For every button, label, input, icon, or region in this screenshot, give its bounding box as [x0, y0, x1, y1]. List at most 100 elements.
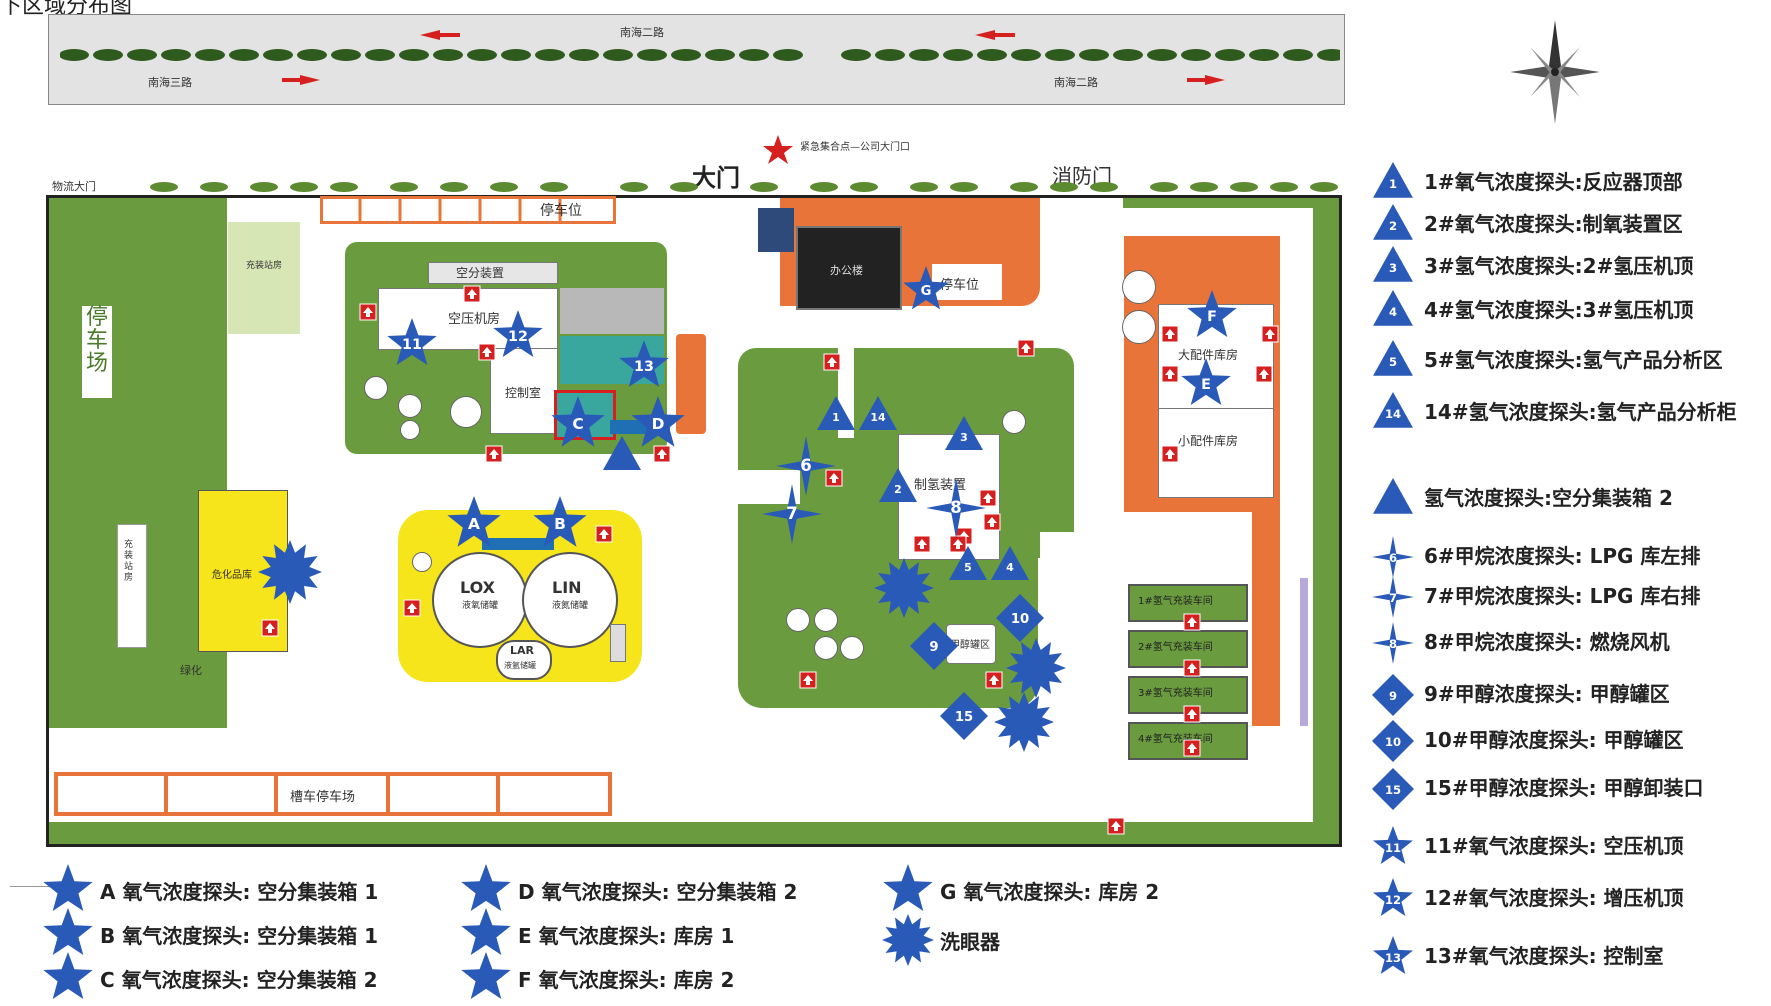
hedge-icon [200, 182, 228, 192]
triangle-icon: 5 [1373, 340, 1413, 376]
triangle-icon: 14 [1373, 392, 1413, 428]
exit-arrow-icon [1255, 365, 1273, 383]
marker-8-four-point-star-icon-label: 8 [950, 498, 961, 517]
traffic-arrow-right [282, 75, 320, 85]
legend-bottom-marker-6 [883, 864, 933, 911]
road-arrows [282, 30, 1225, 85]
hedge-row [150, 182, 1338, 192]
marker-9-diamond-icon-label: 9 [929, 640, 938, 655]
equipment-circle [1002, 410, 1026, 434]
legend-right-item: 14#氢气浓度探头:氢气产品分析柜 [1424, 400, 1737, 424]
exit-arrow-icon [823, 353, 841, 371]
legend-right-marker-11-label: 10 [1385, 735, 1401, 749]
exit-arrow-icon [478, 343, 496, 361]
hedge-icon [910, 182, 938, 192]
legend-right-item: 4#氢气浓度探头:3#氢压机顶 [1424, 298, 1694, 322]
yellow-building-label: 危化品库 [212, 570, 252, 581]
lin-side-box [610, 624, 626, 662]
parking-lot-label: 停车场 [82, 306, 112, 398]
marker-15-diamond-icon: 15 [940, 692, 988, 740]
legend-bottom-marker-1 [43, 908, 93, 955]
traffic-arrow-left [420, 30, 460, 40]
marker-7-four-point-star-icon: 7 [762, 484, 822, 544]
marker-11-star-icon: 11 [387, 318, 437, 365]
legend-right-marker-3-label: 4 [1389, 305, 1397, 319]
equipment-circle [412, 552, 432, 572]
marker-8-four-point-star-icon: 8 [926, 478, 986, 538]
legend-right-item: 2#氧气浓度探头:制氧装置区 [1424, 212, 1683, 236]
legend-right-marker-11: 10 [1372, 720, 1414, 762]
exit-arrow-icon [261, 619, 279, 637]
tree-icon [93, 49, 123, 61]
tree-icon [60, 49, 89, 61]
tree-icon [195, 49, 225, 61]
star-icon [43, 952, 93, 999]
triangle-icon: 3 [1373, 246, 1413, 282]
exit-arrow-icon [1017, 339, 1035, 357]
top-parking-label: 停车位 [540, 203, 582, 219]
bottom-parking-dividers [164, 772, 500, 816]
equipment-circle [786, 608, 810, 632]
star-icon [883, 864, 933, 911]
legend-right-item: 3#氢气浓度探头:2#氢压机顶 [1424, 254, 1694, 278]
equipment-circle [450, 396, 482, 428]
legend-right-marker-12-label: 15 [1385, 783, 1401, 797]
compass-icon [1510, 20, 1600, 124]
left-strip-label: 充装站房 [124, 540, 134, 583]
hedge-icon [670, 182, 698, 192]
marker-4-triangle-icon-label: 4 [1006, 561, 1014, 574]
guard-house [758, 208, 794, 252]
legend-right-marker-12: 15 [1372, 768, 1414, 810]
legend-right-marker-3: 4 [1373, 290, 1413, 326]
tree-icon [467, 49, 497, 61]
marker-13-star-icon: 13 [619, 340, 669, 387]
hedge-icon [810, 182, 838, 192]
marker-3-triangle-icon: 3 [945, 416, 983, 450]
diamond-icon: 15 [1372, 768, 1414, 810]
marker-c-star-icon: C [551, 396, 605, 447]
legend-right-marker-6 [1373, 478, 1413, 514]
equipment-circle [814, 636, 838, 660]
legend-right-marker-2: 3 [1373, 246, 1413, 282]
legend-right-item: 12#氧气浓度探头: 增压机顶 [1424, 886, 1684, 910]
tree-icon [943, 49, 973, 61]
marker-b-star-icon-label: B [554, 515, 566, 533]
marker-e-star-icon-label: E [1201, 377, 1211, 393]
equipment-circle [400, 420, 420, 440]
legend-bottom-marker-4 [461, 908, 511, 955]
star-icon [461, 908, 511, 955]
exit-arrow-icon [359, 303, 377, 321]
grey-block [560, 288, 664, 334]
lar-label: LAR [510, 644, 534, 657]
office-building [796, 226, 902, 310]
hedge-icon [1310, 182, 1338, 192]
light-green-block-label: 充装站房 [245, 261, 282, 271]
legend-right-marker-5-label: 14 [1385, 407, 1401, 421]
marker-f-star-icon-label: F [1207, 309, 1217, 325]
top-parking-dividers [358, 196, 562, 224]
filling-room-3-label: 3#氢气充装车间 [1138, 688, 1213, 699]
marker-6-four-point-star-icon: 6 [776, 436, 836, 496]
eyewash-burst-icon [994, 692, 1054, 752]
equipment-circle [1122, 310, 1156, 344]
triangle-icon: 1 [1373, 162, 1413, 198]
road-name-left: 南海三路 [148, 76, 192, 89]
equipment-circle [1122, 270, 1156, 304]
tree-icon [603, 49, 633, 61]
exit-arrow-icon [799, 671, 817, 689]
hedge-icon [150, 182, 178, 192]
tree-icon [909, 49, 939, 61]
tree-icon [1011, 49, 1041, 61]
four-point-star-icon: 7 [1372, 576, 1414, 618]
office-label: 办公楼 [830, 264, 863, 277]
tree-icon [671, 49, 701, 61]
methanol-tank-label: 甲醇罐区 [950, 640, 990, 651]
legend-right-marker-0-label: 1 [1389, 177, 1397, 191]
warehouse-orange-strip [1252, 500, 1280, 726]
legend-bottom-item: B 氧气浓度探头: 空分集装箱 1 [100, 924, 379, 948]
burst-icon [882, 914, 934, 966]
marker-1-triangle-icon-label: 1 [832, 411, 840, 424]
